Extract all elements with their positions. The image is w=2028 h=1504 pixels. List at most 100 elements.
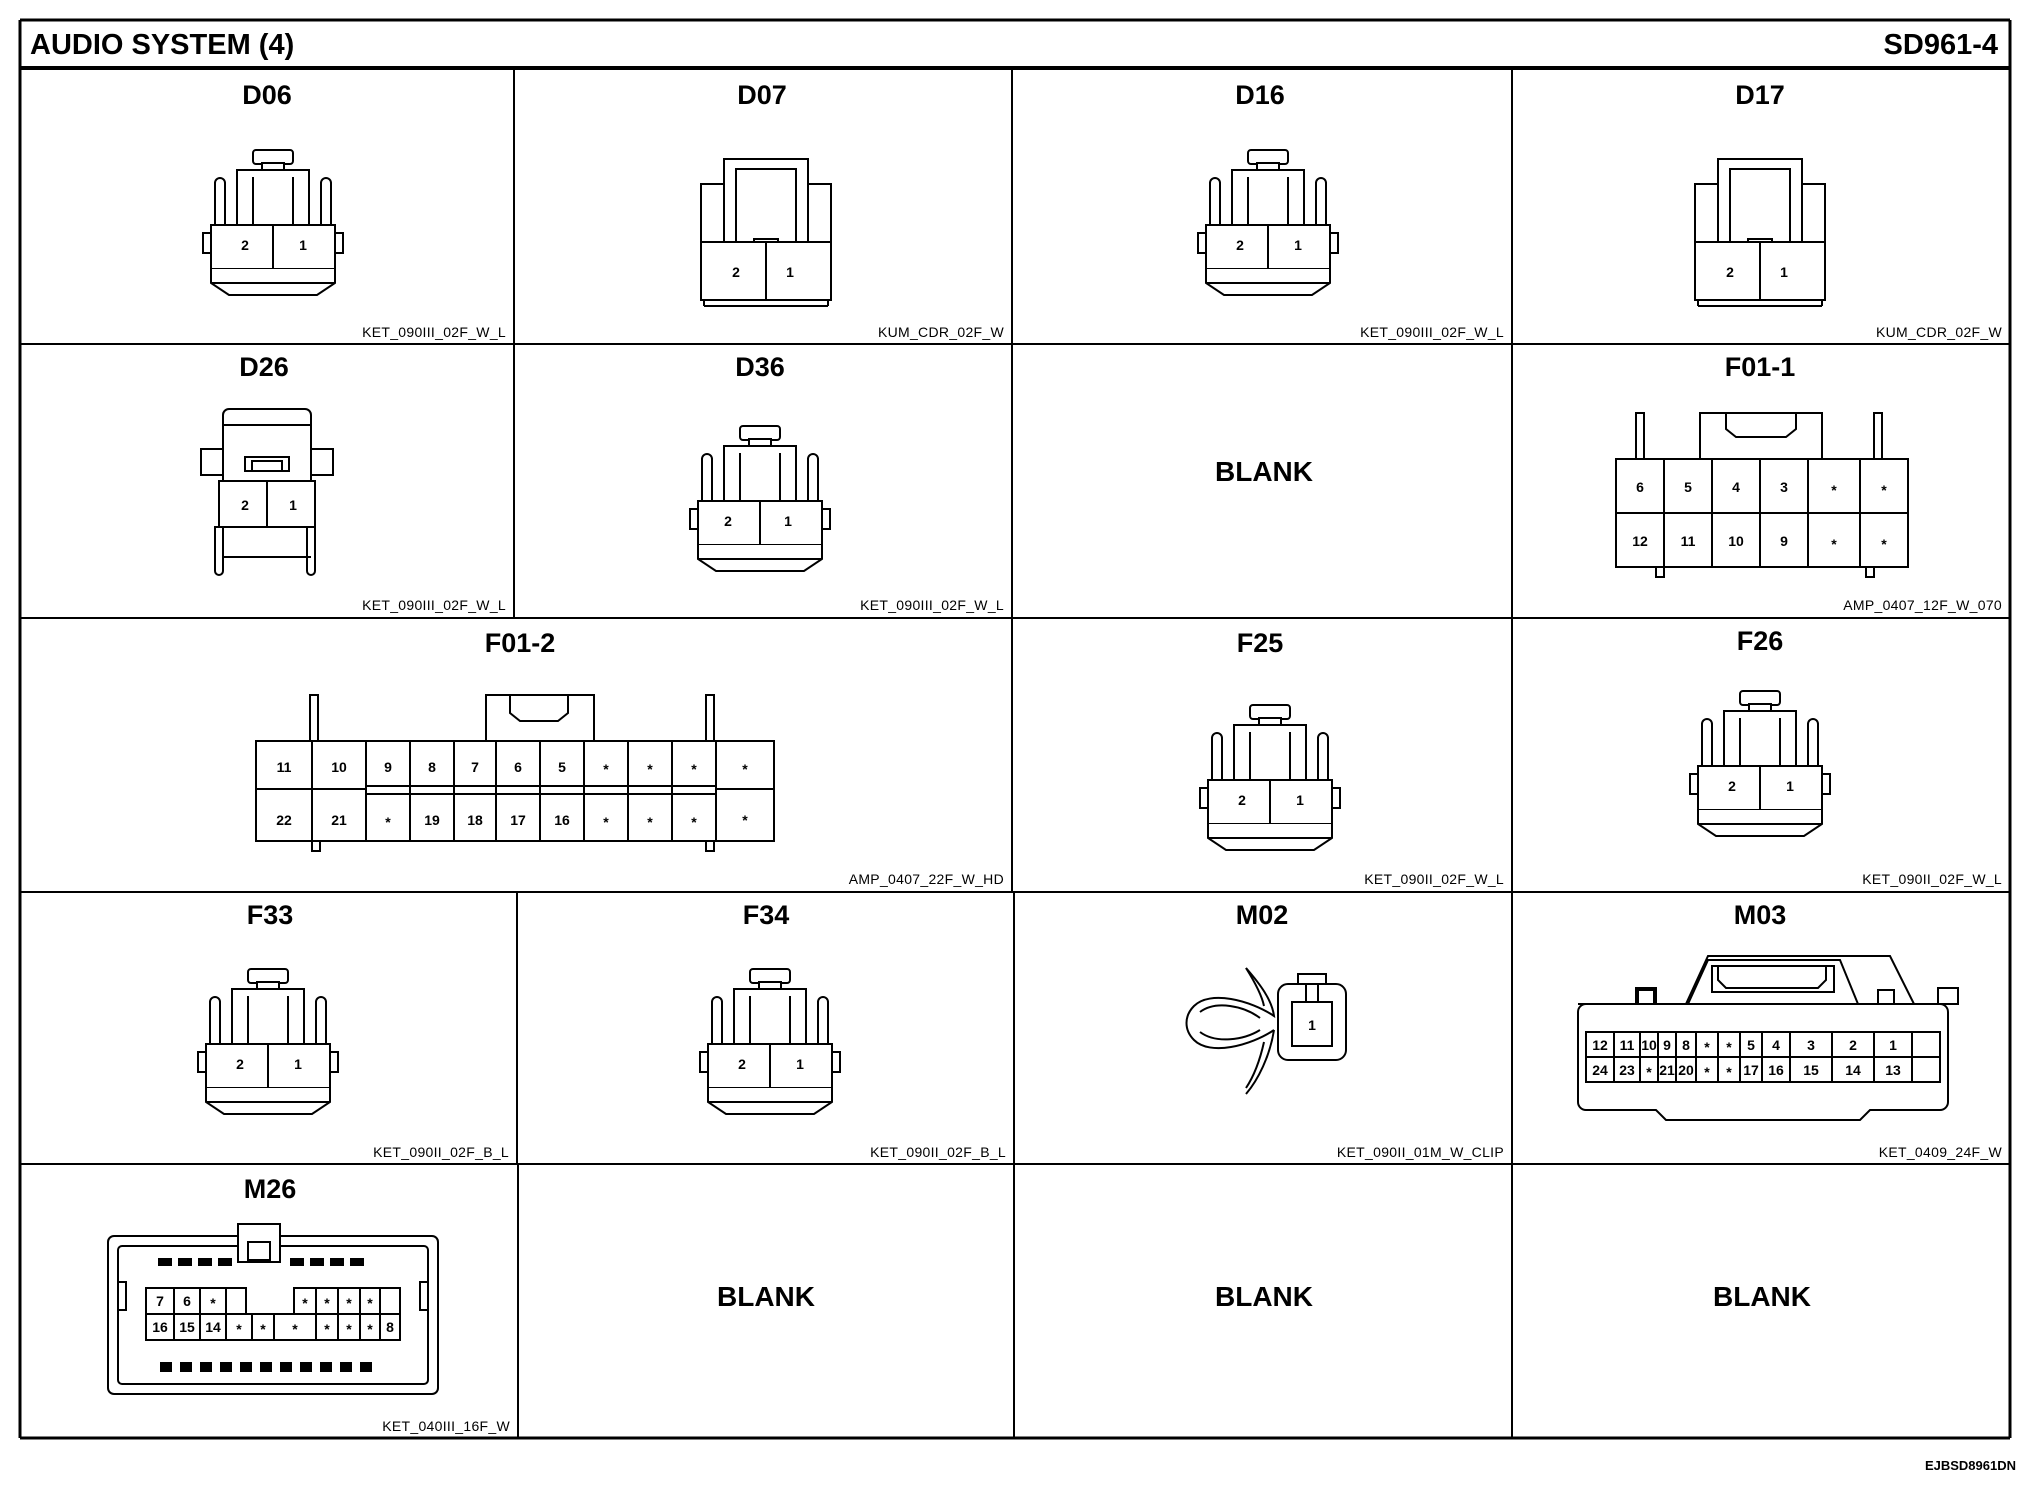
connector-d06: 2 1 — [202, 149, 344, 296]
pin-label: 5 — [1684, 479, 1692, 495]
pin-label: * — [346, 1295, 352, 1311]
pin-label: 21 — [1659, 1062, 1675, 1078]
part-number-d07: KUM_CDR_02F_W — [878, 324, 1005, 340]
pin-label: 8 — [428, 759, 436, 775]
grid-lines — [20, 68, 2010, 1440]
part-number-f01-1: AMP_0407_12F_W_070 — [1843, 597, 2002, 613]
pin-label: * — [302, 1295, 308, 1311]
pin-label: 23 — [1619, 1062, 1635, 1078]
cell-title-d16: D16 — [1235, 80, 1285, 110]
pin-label: 3 — [1807, 1037, 1815, 1053]
cell-title-m02: M02 — [1236, 900, 1289, 930]
pin-label: 2 — [738, 1056, 746, 1072]
pin-label: 24 — [1592, 1062, 1608, 1078]
blank-label: BLANK — [1713, 1281, 1811, 1312]
connector-m26: 7 6 * * * * * 16 15 14 * * * * * * 8 — [107, 1223, 439, 1395]
connector-d07: 2 1 — [700, 158, 832, 307]
pin-label: 4 — [1772, 1037, 1780, 1053]
pin-label: 18 — [467, 812, 483, 828]
pin-label: 16 — [554, 812, 570, 828]
blank-label: BLANK — [717, 1281, 815, 1312]
pin-label: * — [1704, 1064, 1710, 1080]
part-number-f25: KET_090II_02F_W_L — [1364, 871, 1504, 887]
pin-label: * — [236, 1321, 242, 1337]
pins-top: 11 10 9 8 7 6 5 * * * * — [277, 759, 749, 777]
pin-label: 2 — [1236, 237, 1244, 253]
pin-label: * — [292, 1321, 298, 1337]
part-number-m26: KET_040III_16F_W — [382, 1418, 510, 1434]
pin-label: 15 — [179, 1319, 195, 1335]
pin-label: * — [385, 814, 391, 830]
cell-title-d06: D06 — [242, 80, 292, 110]
pin-label: 21 — [331, 812, 347, 828]
pin-label: 4 — [1732, 479, 1740, 495]
connector-m03: 12 11 10 9 8 * * 5 4 3 2 1 24 23 * 21 20… — [1577, 955, 1959, 1121]
pin-label: 1 — [289, 497, 297, 513]
pin-label: 2 — [241, 237, 249, 253]
connector-d16: 2 1 — [1197, 149, 1339, 296]
pin-label: 1 — [1296, 792, 1304, 808]
pin-label: 2 — [1726, 264, 1734, 280]
pin-label: * — [210, 1295, 216, 1311]
pins-bottom: 24 23 * 21 20 * * 17 16 15 14 13 — [1592, 1062, 1901, 1080]
pin-label: 7 — [471, 759, 479, 775]
pin-label: 2 — [241, 497, 249, 513]
pin-label: * — [346, 1321, 352, 1337]
connector-d36: 2 1 — [689, 425, 831, 572]
pin-label: 1 — [1889, 1037, 1897, 1053]
pin-label: 16 — [1768, 1062, 1784, 1078]
page-code: SD961-4 — [1884, 29, 1998, 61]
pin-label: * — [603, 761, 609, 777]
cell-title-f33: F33 — [247, 900, 294, 930]
pin-label: 20 — [1678, 1062, 1694, 1078]
pin-label: 17 — [1743, 1062, 1759, 1078]
pin-label: 11 — [1681, 533, 1696, 549]
part-number-d16: KET_090III_02F_W_L — [1360, 324, 1504, 340]
page-title: AUDIO SYSTEM (4) — [30, 29, 294, 61]
pin-label: 8 — [1682, 1037, 1690, 1053]
pin-label: 3 — [1780, 479, 1788, 495]
pins-top: 12 11 10 9 8 * * 5 4 3 2 1 — [1592, 1037, 1897, 1055]
pin-label: 1 — [786, 264, 794, 280]
part-number-m03: KET_0409_24F_W — [1879, 1144, 2003, 1160]
pin-label: 19 — [424, 812, 440, 828]
part-number-d17: KUM_CDR_02F_W — [1876, 324, 2003, 340]
cell-title-f01-1: F01-1 — [1725, 352, 1796, 382]
pin-label: 10 — [1641, 1037, 1657, 1053]
pin-label: * — [647, 761, 653, 777]
part-number-d36: KET_090III_02F_W_L — [860, 597, 1004, 613]
pins-top: 7 6 * * * * * — [156, 1293, 373, 1311]
pin-label: 9 — [384, 759, 392, 775]
pin-label: 9 — [1663, 1037, 1671, 1053]
pin-label: 8 — [386, 1319, 394, 1335]
connector-m02: 1 — [1185, 967, 1347, 1095]
pin-label: * — [647, 814, 653, 830]
pin-label: 12 — [1632, 533, 1648, 549]
part-numbers: KET_090III_02F_W_L KUM_CDR_02F_W KET_090… — [362, 324, 2002, 1434]
pin-label: 13 — [1885, 1062, 1901, 1078]
cell-title-f01-2: F01-2 — [485, 628, 556, 658]
pin-label: * — [691, 814, 697, 830]
pin-label: 12 — [1592, 1037, 1608, 1053]
pin-label: 1 — [1780, 264, 1788, 280]
pin-label: * — [1726, 1039, 1732, 1055]
blank-label: BLANK — [1215, 456, 1313, 487]
pin-label: 10 — [1728, 533, 1744, 549]
pin-label: 6 — [183, 1293, 191, 1309]
pin-label: 1 — [299, 237, 307, 253]
cell-title-m03: M03 — [1734, 900, 1787, 930]
pin-label: 15 — [1803, 1062, 1819, 1078]
pin-label: 1 — [294, 1056, 302, 1072]
pin-label: * — [742, 812, 748, 828]
blank-cells: BLANK BLANK BLANK BLANK — [717, 456, 1811, 1312]
pin-label: 22 — [276, 812, 292, 828]
pin-label: 1 — [1786, 778, 1794, 794]
pin-label: * — [1881, 536, 1887, 552]
pin-label: 2 — [1238, 792, 1246, 808]
pin-label: 2 — [236, 1056, 244, 1072]
header-bar: AUDIO SYSTEM (4) SD961-4 — [18, 18, 2012, 1438]
pin-label: * — [1704, 1039, 1710, 1055]
part-number-f34: KET_090II_02F_B_L — [870, 1144, 1006, 1160]
pin-label: 6 — [514, 759, 522, 775]
